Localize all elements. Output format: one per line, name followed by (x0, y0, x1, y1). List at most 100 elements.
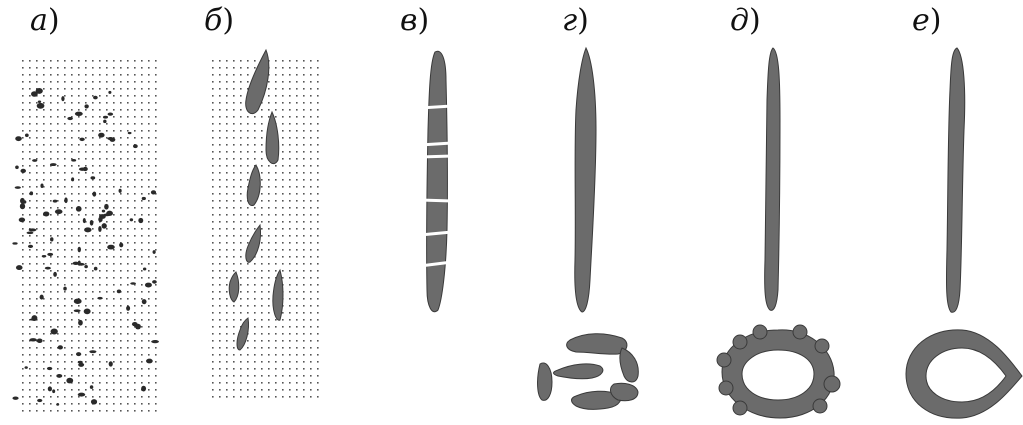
grid-dot (296, 326, 298, 328)
grid-dot (240, 319, 242, 321)
grid-dot (92, 88, 94, 90)
grid-dot (240, 151, 242, 153)
grid-dot (317, 81, 319, 83)
particle (47, 253, 53, 256)
aggregate-shape (247, 165, 260, 206)
grid-dot (36, 207, 38, 209)
grid-dot (43, 354, 45, 356)
grid-dot (113, 102, 115, 104)
grid-dot (296, 109, 298, 111)
grid-dot (64, 284, 66, 286)
grid-dot (212, 151, 214, 153)
grid-dot (50, 116, 52, 118)
grid-dot (64, 95, 66, 97)
grid-dot (113, 403, 115, 405)
grid-dot (268, 347, 270, 349)
grid-dot (268, 214, 270, 216)
grid-dot (268, 298, 270, 300)
grid-dot (247, 151, 249, 153)
grid-dot (43, 95, 45, 97)
grid-dot (310, 249, 312, 251)
grid-dot (240, 74, 242, 76)
grid-dot (226, 298, 228, 300)
grid-dot (134, 228, 136, 230)
grid-dot (254, 284, 256, 286)
grid-dot (240, 116, 242, 118)
grid-dot (22, 368, 24, 370)
grid-dot (50, 221, 52, 223)
grid-dot (317, 249, 319, 251)
grid-dot (29, 88, 31, 90)
grid-dot (85, 88, 87, 90)
aggregate-shape (237, 318, 249, 350)
particle (78, 393, 85, 397)
grid-dot (282, 172, 284, 174)
grid-dot (148, 151, 150, 153)
grid-dot (71, 172, 73, 174)
grid-dot (296, 277, 298, 279)
grid-dot (212, 235, 214, 237)
grid-dot (71, 137, 73, 139)
grid-dot (282, 158, 284, 160)
grid-dot (268, 228, 270, 230)
grid-dots-a (22, 60, 157, 412)
grid-dot (43, 333, 45, 335)
grid-dot (113, 347, 115, 349)
grid-dot (212, 312, 214, 314)
grid-dot (212, 193, 214, 195)
grid-dot (71, 123, 73, 125)
grid-dot (85, 74, 87, 76)
grid-dot (317, 263, 319, 265)
grid-dot (71, 368, 73, 370)
grid-dot (134, 277, 136, 279)
grid-dot (275, 200, 277, 202)
grid-dot (233, 165, 235, 167)
grid-dot (148, 270, 150, 272)
grid-dot (303, 60, 305, 62)
grid-dot (134, 298, 136, 300)
grid-dot (29, 123, 31, 125)
grid-dot (289, 81, 291, 83)
grid-dot (261, 221, 263, 223)
grid-dot (148, 88, 150, 90)
grid-dot (212, 375, 214, 377)
grid-dot (127, 221, 129, 223)
grid-dot (226, 375, 228, 377)
grid-dot (296, 88, 298, 90)
grid-dot (29, 368, 31, 370)
grid-dot (240, 291, 242, 293)
particle (56, 374, 62, 378)
grid-dot (247, 165, 249, 167)
grid-dot (36, 242, 38, 244)
grid-dot (310, 305, 312, 307)
grid-dot (226, 389, 228, 391)
grid-dot (282, 270, 284, 272)
grid-dot (303, 256, 305, 258)
grid-dot (219, 361, 221, 363)
grid-dot (36, 221, 38, 223)
grid-dot (310, 375, 312, 377)
grid-dot (22, 340, 24, 342)
grid-dot (289, 382, 291, 384)
grid-dot (22, 298, 24, 300)
particle (48, 386, 52, 391)
particle (53, 200, 58, 203)
grid-dot (134, 242, 136, 244)
grid-dot (43, 340, 45, 342)
particle (98, 226, 101, 232)
grid-dot (155, 151, 157, 153)
grid-dot (92, 123, 94, 125)
grid-dot (240, 81, 242, 83)
grid-dot (310, 186, 312, 188)
grid-dot (22, 284, 24, 286)
grid-dot (64, 291, 66, 293)
grid-dot (141, 347, 143, 349)
grid-dot (289, 305, 291, 307)
grid-dot (50, 361, 52, 363)
grid-dot (289, 368, 291, 370)
grid-dot (99, 277, 101, 279)
grid-dot (296, 207, 298, 209)
grid-dot (268, 186, 270, 188)
grid-dot (120, 389, 122, 391)
grid-dot (219, 291, 221, 293)
